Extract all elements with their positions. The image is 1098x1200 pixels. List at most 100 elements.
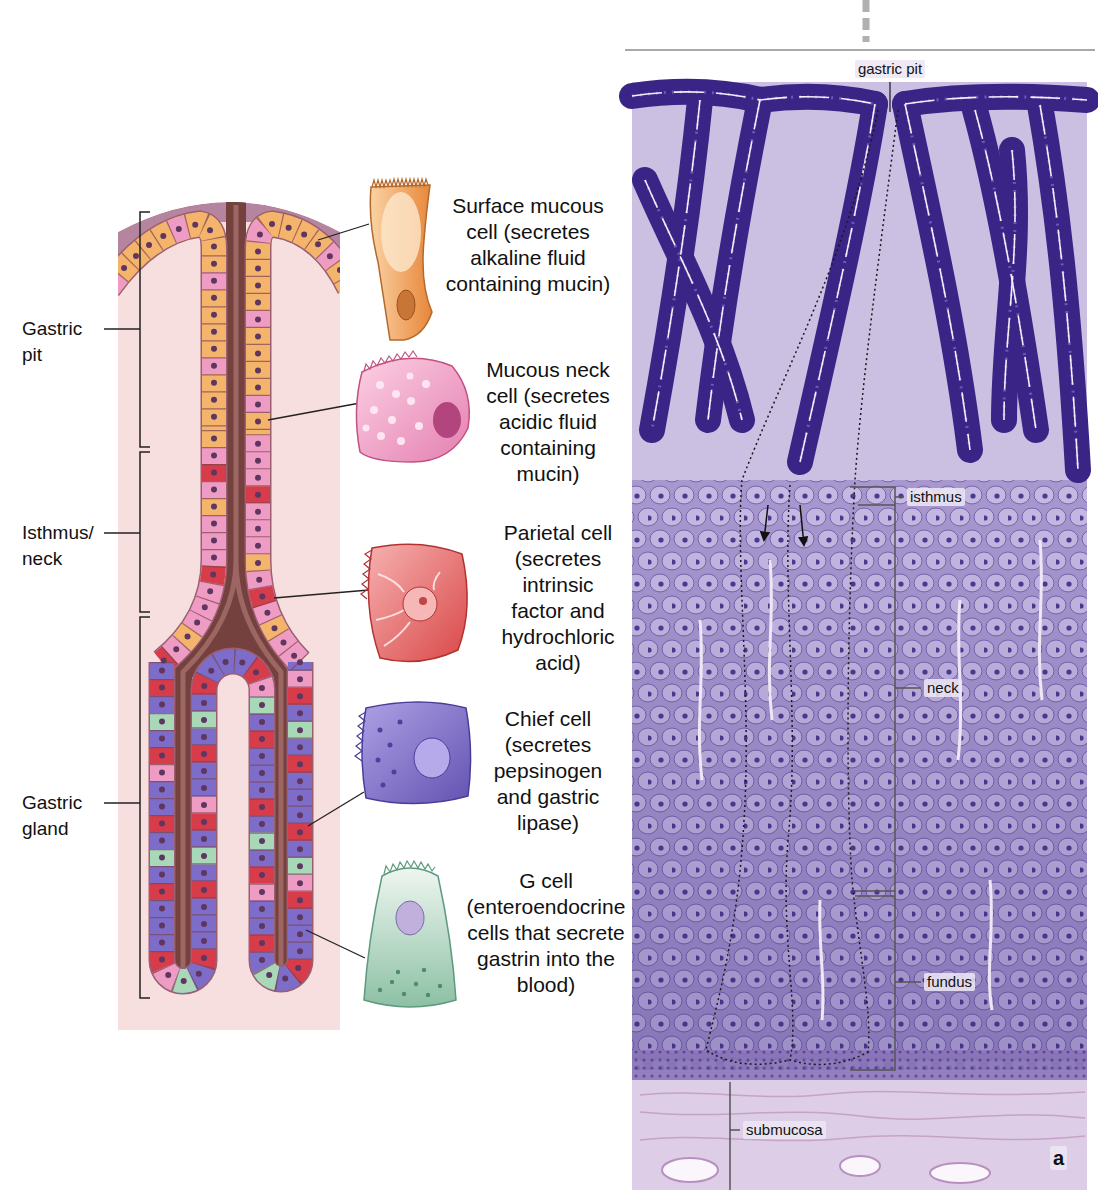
microvilli	[384, 861, 435, 874]
granule	[407, 397, 415, 405]
cell-nucleus	[433, 402, 461, 438]
granule	[415, 422, 423, 430]
cell-description: Parietal cell (secretes intrinsic factor…	[496, 520, 620, 676]
granule	[378, 988, 382, 992]
micrograph-label: submucosa	[743, 1121, 826, 1139]
micrograph-label: gastric pit	[855, 60, 925, 78]
surface-mucous-cell-icon	[370, 179, 432, 340]
granule	[363, 425, 370, 432]
leader-line	[895, 687, 921, 689]
cell-body	[368, 544, 467, 661]
granule	[377, 432, 385, 440]
panel-letter: a	[1050, 1146, 1067, 1170]
chief-cell-icon	[355, 702, 471, 804]
granule	[398, 720, 403, 725]
leader-line	[306, 930, 365, 958]
epithelium-texture	[632, 92, 1087, 470]
granule	[396, 970, 400, 974]
microvilli	[355, 712, 366, 761]
granule	[407, 373, 414, 380]
micrograph-label-slot: fundus	[924, 973, 975, 991]
muscularis-mucosae	[632, 1050, 1087, 1080]
gland-outline	[706, 110, 898, 1065]
fibre	[640, 1112, 1085, 1119]
cell-body	[356, 358, 469, 462]
region-label-slot: Gastric gland	[22, 790, 98, 842]
leader-line	[308, 792, 364, 826]
region-brackets	[104, 212, 150, 998]
lumen-streak	[989, 880, 992, 1010]
zone-brackets	[730, 487, 921, 1190]
region-label-slot: Gastric pit	[22, 316, 98, 368]
leader-line	[104, 328, 140, 330]
epithelium-outline	[108, 224, 350, 981]
leader-line	[730, 1129, 740, 1131]
cell-description-slot: Mucous neck cell (secretes acidic fluid …	[478, 357, 618, 487]
microvilli	[372, 179, 428, 187]
gland-shading	[632, 480, 1087, 1070]
cell-description: G cell (enteroendocrine cells that secre…	[465, 868, 627, 998]
cell-nucleus	[414, 738, 450, 778]
microvilli	[361, 550, 372, 599]
bracket	[729, 1082, 731, 1190]
cell-nuclei	[108, 224, 350, 981]
granule	[402, 992, 406, 996]
micrograph-label: isthmus	[907, 488, 965, 506]
granule	[438, 984, 442, 988]
leader-line	[895, 496, 904, 498]
gland-zone	[632, 480, 1087, 1070]
micrograph-label-slot: isthmus	[907, 488, 965, 506]
granule	[381, 783, 386, 788]
surface-epithelium	[632, 92, 1087, 470]
nucleolus	[419, 597, 427, 605]
cell-description: Chief cell (secretes pepsinogen and gast…	[478, 706, 618, 836]
bracket	[140, 452, 150, 612]
leader-line	[104, 532, 140, 534]
cell-nucleus	[403, 587, 437, 621]
micrograph-label-slot: gastric pit	[830, 60, 950, 78]
lumen-streak	[769, 560, 772, 720]
cell-description-slot: Chief cell (secretes pepsinogen and gast…	[478, 706, 618, 836]
blood-vessel	[662, 1158, 718, 1182]
cell-nucleus	[397, 290, 415, 320]
fibre	[640, 1091, 1085, 1096]
zymogen-granules	[376, 720, 403, 788]
lymphocytes	[632, 1050, 1087, 1080]
bracket	[140, 212, 150, 447]
granule	[370, 406, 378, 414]
granule	[392, 770, 397, 775]
leader-line	[104, 802, 140, 804]
granule	[414, 982, 418, 986]
parietal-cells	[162, 661, 300, 981]
mucous-neck-cells	[258, 224, 350, 430]
micrograph-label: neck	[924, 679, 962, 697]
cell-description-slot: Parietal cell (secretes intrinsic factor…	[496, 520, 620, 676]
dashed-divider	[863, 0, 870, 42]
micrograph-label-slot: neck	[924, 679, 962, 697]
parietal-cells	[258, 430, 300, 662]
micrograph-label-slot: submucosa	[743, 1121, 826, 1139]
granule	[378, 728, 383, 733]
granule	[388, 416, 396, 424]
parietal-cell-icon	[361, 544, 467, 661]
secretory-granules	[378, 968, 442, 997]
cell-body	[364, 868, 456, 1007]
micrograph-label: fundus	[924, 973, 975, 991]
cell-description: Mucous neck cell (secretes acidic fluid …	[478, 357, 618, 487]
cell-body	[370, 185, 432, 340]
g-cells	[162, 661, 300, 981]
granule	[397, 437, 405, 445]
blood-vessel	[930, 1163, 990, 1183]
dotted-outline	[790, 110, 898, 1065]
bracket	[140, 617, 150, 998]
bracket	[850, 487, 895, 1070]
canaliculi	[376, 572, 440, 646]
cell-nucleus	[396, 901, 424, 935]
mucous-neck-cell-icon	[356, 351, 469, 462]
mucous-neck-cells	[162, 661, 300, 981]
dotted-outline	[786, 485, 793, 1060]
lumen-streak	[1039, 540, 1042, 700]
gland-lumina	[699, 540, 1042, 1020]
fibre	[640, 1136, 1085, 1141]
